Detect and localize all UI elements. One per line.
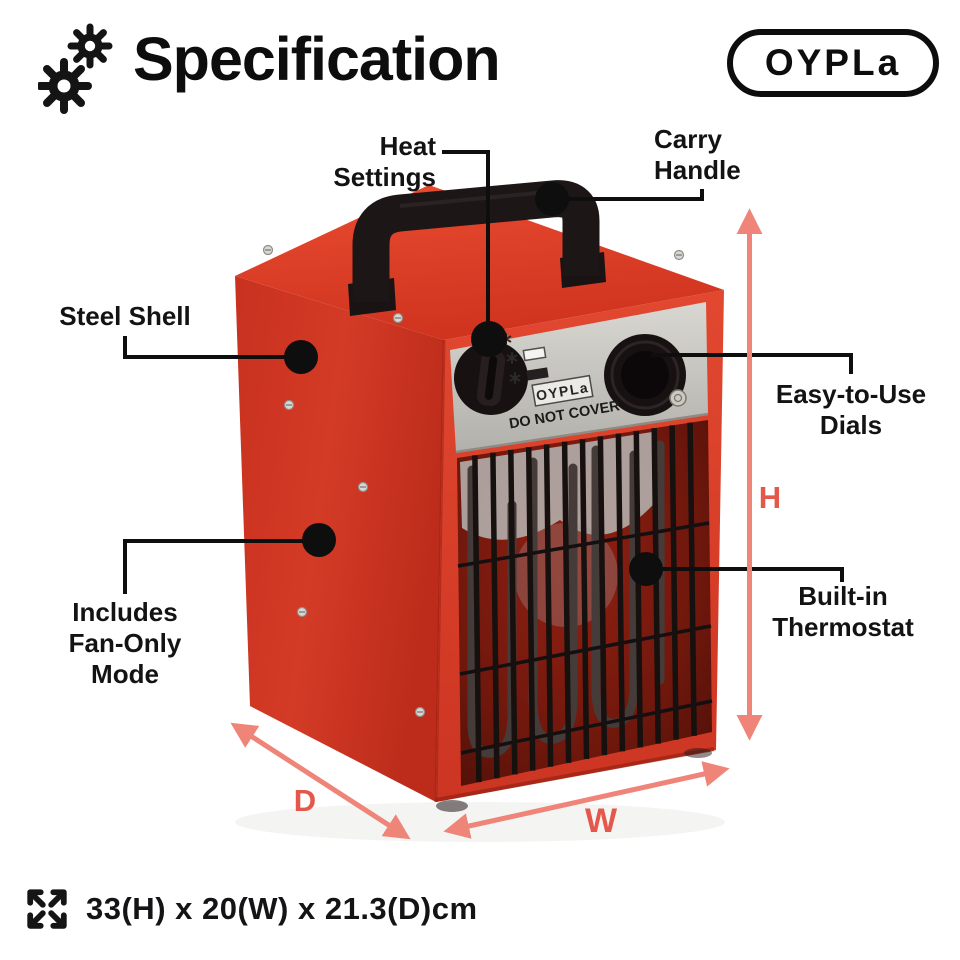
- foot: [684, 748, 712, 758]
- screws: [262, 244, 685, 718]
- dimension-arrows: [230, 208, 763, 840]
- brand-logo: OYPLa: [727, 29, 939, 97]
- callout-text: Built-in: [798, 581, 888, 611]
- callout-connectors: [123, 150, 853, 594]
- steel-shell-line: [123, 336, 286, 359]
- callout-easy-dials: Easy-to-Use Dials: [766, 379, 936, 441]
- full-heat-icon: [526, 367, 549, 381]
- grille-bars: [472, 422, 697, 783]
- footer-dimensions: 33(H) x 20(W) x 21.3(D)cm: [26, 886, 478, 932]
- callout-text: Includes: [72, 597, 178, 627]
- easy-dials-line: [651, 353, 853, 374]
- carry-handle-dot: [535, 182, 569, 216]
- callout-text: Mode: [91, 659, 159, 689]
- foot: [436, 800, 468, 812]
- cert-mark-icon: [669, 389, 687, 407]
- depth-letter: D: [294, 783, 316, 818]
- carry-handle-line: [566, 189, 704, 201]
- callout-steel-shell: Steel Shell: [40, 301, 210, 332]
- brand-logo-text: OYPLa: [764, 42, 902, 83]
- callout-text: Thermostat: [772, 612, 914, 642]
- front-grille: [457, 420, 713, 786]
- callout-text: Handle: [654, 155, 741, 185]
- product-size-text: 33(H) x 20(W) x 21.3(D)cm: [86, 891, 478, 926]
- dimension-letters: H W D: [294, 480, 781, 840]
- callout-fan-only: Includes Fan-Only Mode: [40, 597, 210, 690]
- callout-text: Settings: [333, 162, 436, 192]
- expand-arrows-icon: [27, 889, 67, 929]
- depth-arrow: [230, 722, 411, 840]
- heater-body: OYPLa DO NOT COVER: [235, 180, 724, 812]
- heat-settings-line: [442, 150, 490, 330]
- callout-text: Carry: [654, 124, 722, 154]
- fan-only-dot: [302, 523, 336, 557]
- callout-text: Heat: [379, 131, 436, 161]
- callout-dots: [284, 182, 663, 586]
- width-arrow: [443, 761, 730, 839]
- page-title: Specification: [133, 25, 501, 93]
- front-left-edge: [434, 339, 446, 803]
- callout-text: Fan-Only: [68, 628, 182, 658]
- width-letter: W: [585, 802, 618, 840]
- callout-text: Easy-to-Use: [775, 379, 927, 409]
- half-heat-icon: [522, 346, 547, 362]
- panel-brand-plate: [531, 374, 594, 407]
- thermostat-dot: [629, 552, 663, 586]
- fan-only-line: [123, 539, 304, 594]
- callout-carry-handle: Carry Handle: [654, 124, 824, 186]
- thermostat-line: [646, 567, 844, 582]
- callout-thermostat: Built-in Thermostat: [758, 581, 928, 643]
- height-letter: H: [759, 480, 781, 515]
- callout-heat-settings: Heat Settings: [236, 131, 436, 193]
- callout-text: Steel Shell: [59, 301, 191, 331]
- steel-shell-dot: [284, 340, 318, 374]
- heat-settings-dot: [471, 321, 507, 357]
- callout-text: Dials: [819, 410, 883, 440]
- carry-handle: [348, 180, 606, 316]
- gears-icon: [38, 23, 113, 114]
